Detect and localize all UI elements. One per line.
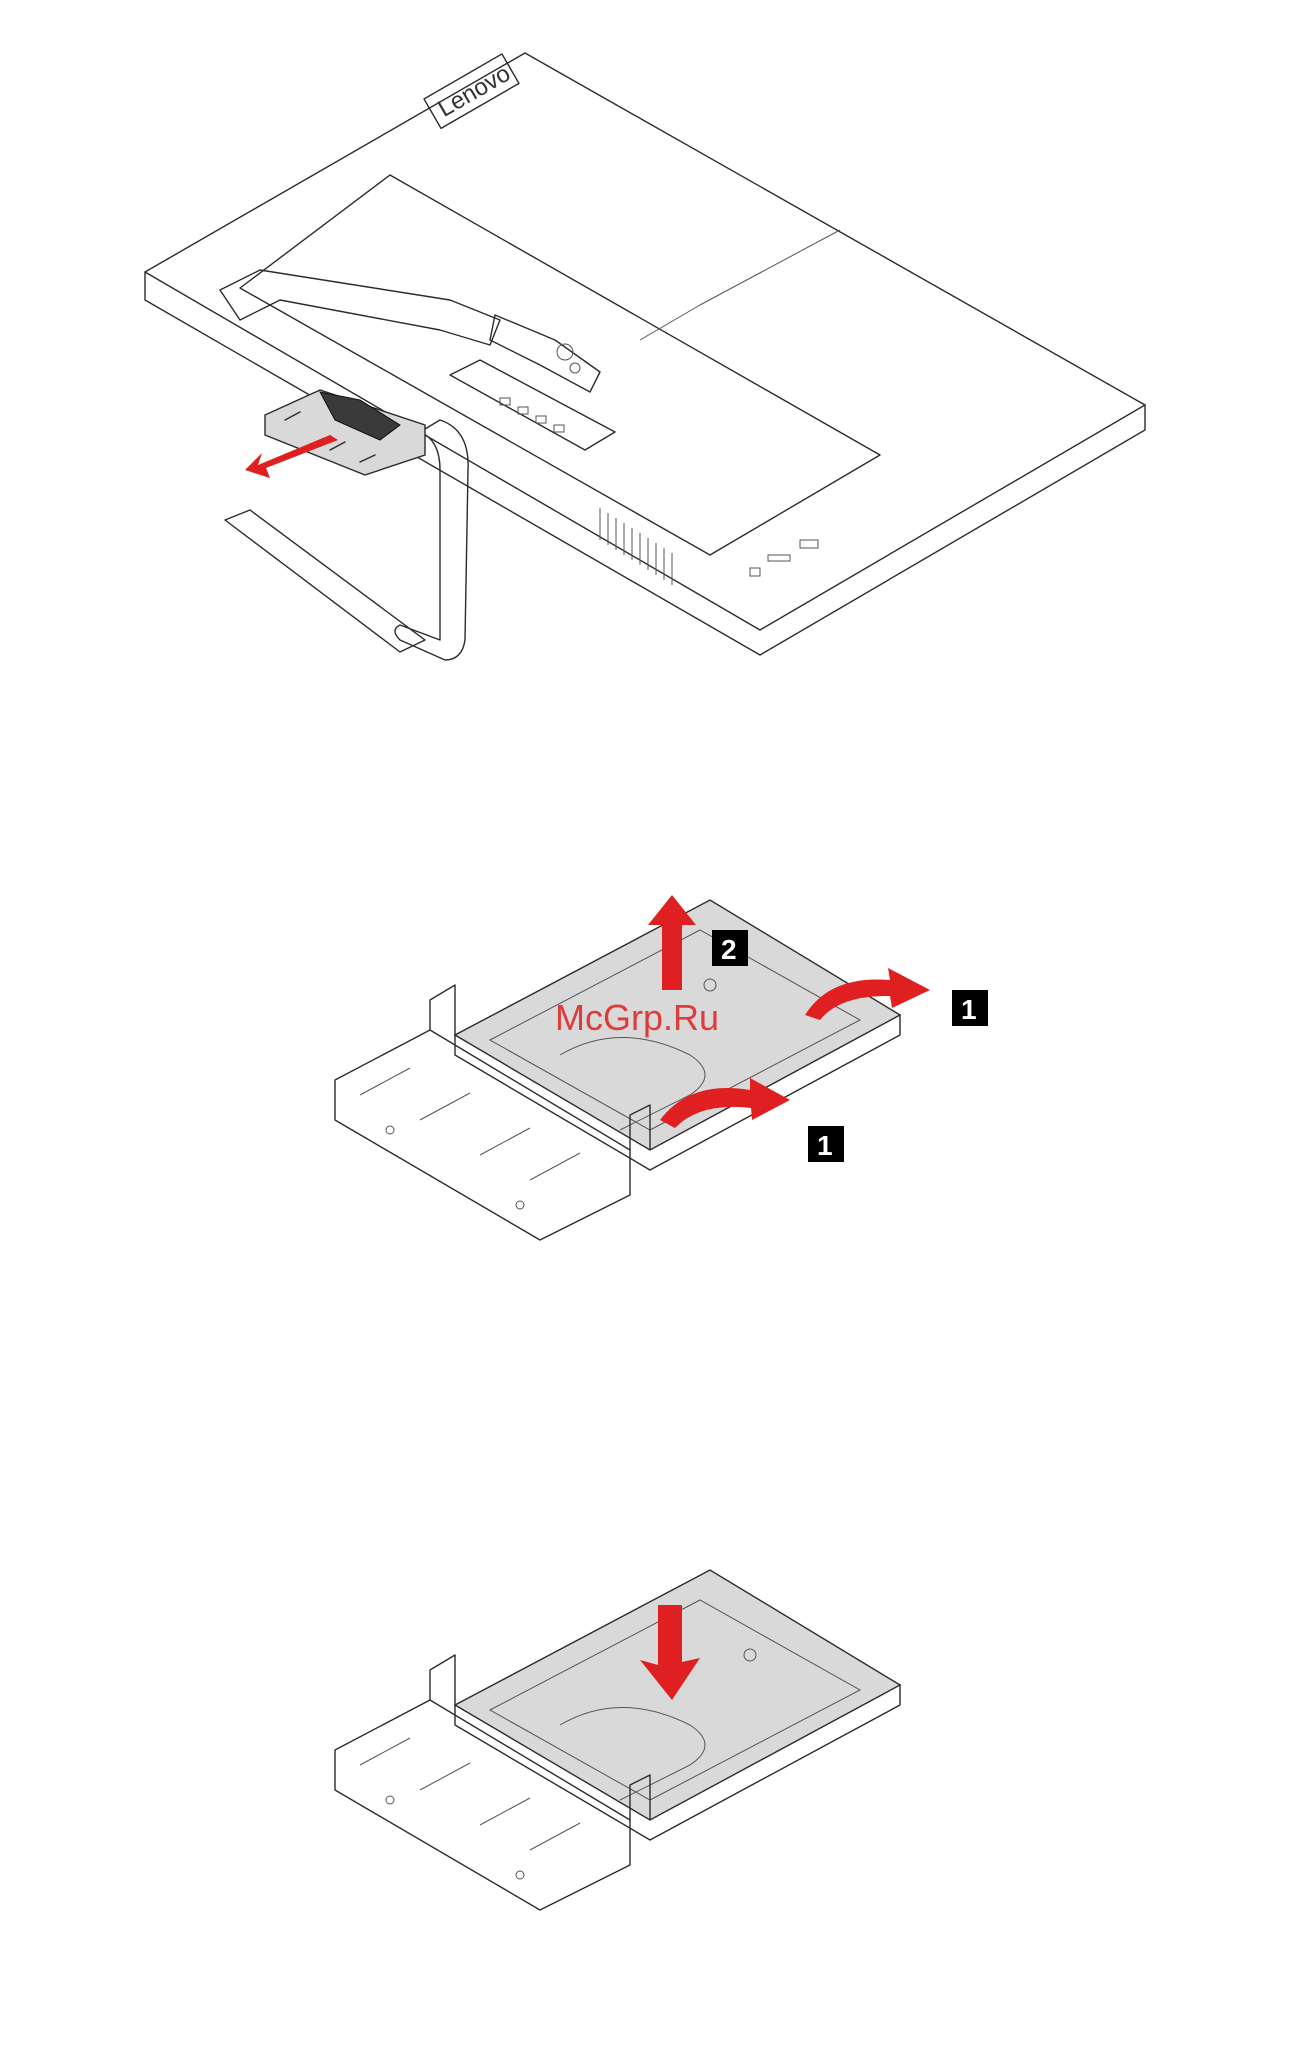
figure-remove-drive-from-bracket: 2 1 1 McGrp.Ru <box>0 880 1298 1310</box>
callout-1-bottom: 1 <box>808 1126 844 1162</box>
figure-2-illustration: 2 1 1 McGrp.Ru <box>0 880 1298 1310</box>
panel-seam <box>640 230 840 340</box>
rear-cover <box>240 175 880 555</box>
figure-install-drive-into-bracket <box>0 1480 1298 2000</box>
bracket-side-tab <box>430 985 455 1035</box>
drive-bracket-pulled-out <box>265 390 425 475</box>
hinge-assembly <box>490 315 600 392</box>
stand-arm <box>220 270 500 345</box>
rear-ports <box>500 398 564 432</box>
callout-2: 2 <box>712 930 748 966</box>
bracket-screw-hole <box>386 1796 394 1804</box>
bracket-screw-hole <box>386 1126 394 1134</box>
callout-1-right-text: 1 <box>961 994 977 1025</box>
bracket-screw-hole <box>516 1201 524 1209</box>
monitor-edge <box>145 272 1145 655</box>
callout-2-text: 2 <box>721 934 737 965</box>
side-ports <box>750 540 818 576</box>
figure-3-illustration <box>0 1480 1298 2000</box>
callout-1-right: 1 <box>952 990 988 1026</box>
bracket-side-tab <box>430 1655 455 1705</box>
figure-1-illustration: Lenovo <box>0 0 1298 700</box>
watermark: McGrp.Ru <box>555 997 719 1038</box>
callout-1-bottom-text: 1 <box>817 1130 833 1161</box>
rear-port-slot <box>450 360 615 450</box>
bracket-screw-hole <box>516 1871 524 1879</box>
side-vents <box>600 508 672 585</box>
figure-remove-drive-bracket: Lenovo <box>0 0 1298 700</box>
